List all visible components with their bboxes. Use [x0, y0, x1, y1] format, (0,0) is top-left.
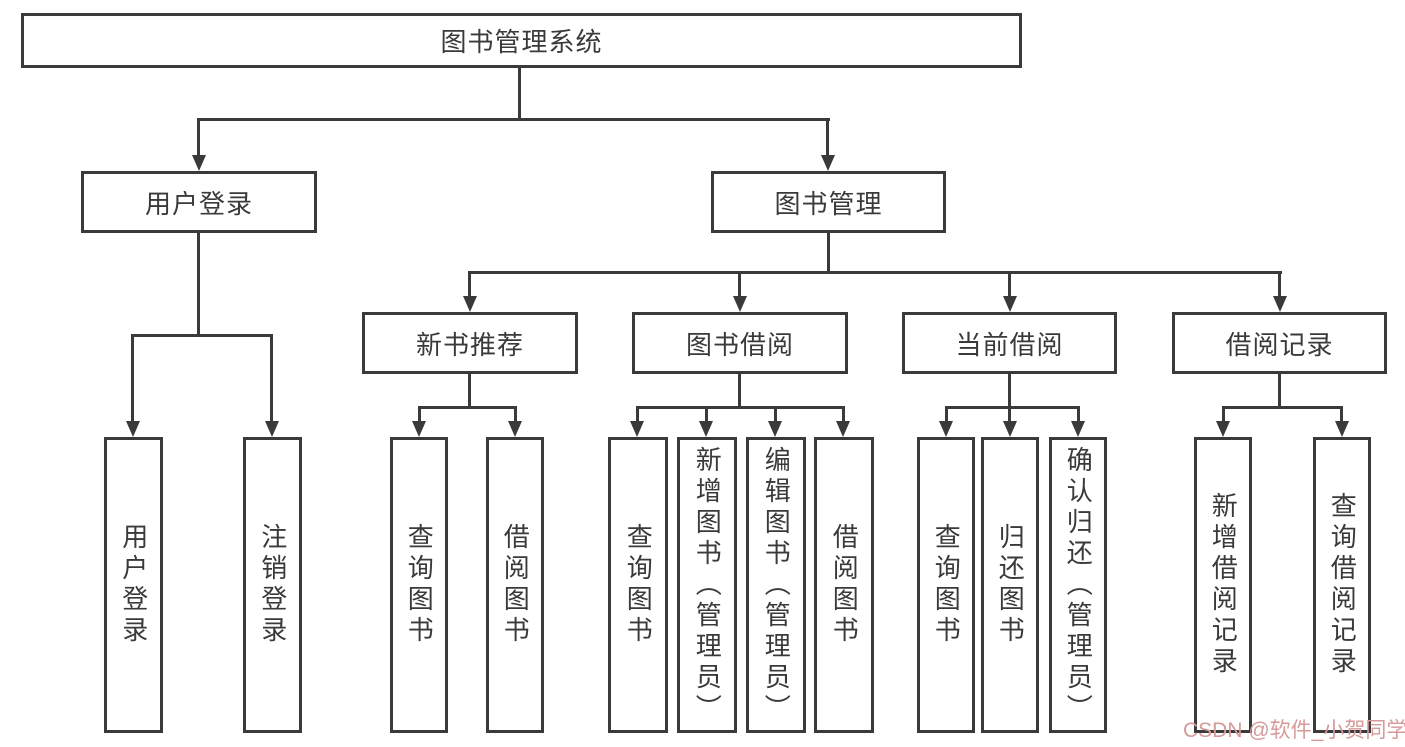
leaf-add-books-admin: 新增图书（管理员） [677, 437, 737, 733]
node-borrowing-records: 借阅记录 [1172, 312, 1387, 374]
leaf-logout-login: 注销登录 [243, 437, 302, 733]
arrowhead-down-icon [768, 421, 782, 437]
node-label: 借阅图书 [500, 523, 531, 647]
node-user-login: 用户登录 [81, 171, 317, 233]
arrowhead-down-icon [836, 421, 850, 437]
connector-line [197, 118, 200, 157]
connector-line [468, 271, 1282, 274]
connector-line [827, 233, 830, 273]
connector-line [468, 271, 471, 298]
csdn-watermark: CSDN @软件_小贺同学 [1183, 719, 1405, 742]
connector-line [1008, 271, 1011, 298]
arrowhead-down-icon [265, 421, 279, 437]
arrowhead-down-icon [630, 421, 644, 437]
arrowhead-down-icon [699, 421, 713, 437]
arrowhead-down-icon [939, 421, 953, 437]
node-label: 用户登录 [144, 188, 253, 219]
arrowhead-down-icon [412, 421, 426, 437]
node-label: 图书管理 [774, 188, 883, 219]
connector-line [738, 271, 741, 298]
connector-line [636, 406, 639, 423]
connector-line [636, 406, 845, 409]
arrowhead-down-icon [821, 155, 835, 171]
connector-line [418, 406, 421, 423]
node-label: 查询图书 [623, 523, 654, 647]
leaf-query-books-current: 查询图书 [917, 437, 975, 733]
connector-line [1340, 406, 1343, 423]
leaf-return-books: 归还图书 [981, 437, 1039, 733]
leaf-borrow-books-recommend: 借阅图书 [486, 437, 544, 733]
connector-line [1278, 374, 1281, 408]
arrowhead-down-icon [508, 421, 522, 437]
arrowhead-down-icon [733, 296, 747, 312]
leaf-query-books-borrowing: 查询图书 [608, 437, 668, 733]
connector-line [518, 68, 521, 120]
node-label: 借阅图书 [829, 523, 860, 647]
node-label: 注销登录 [257, 523, 288, 647]
connector-line [826, 118, 829, 157]
node-label: 查询图书 [931, 523, 962, 647]
leaf-edit-books-admin: 编辑图书（管理员） [746, 437, 806, 733]
leaf-query-books-recommend: 查询图书 [390, 437, 448, 733]
node-label: 当前借阅 [955, 329, 1064, 360]
connector-line [1077, 406, 1080, 423]
connector-line [1008, 406, 1011, 423]
node-label: 新书推荐 [415, 329, 524, 360]
leaf-borrow-books-borrowing: 借阅图书 [814, 437, 874, 733]
connector-line [774, 406, 777, 423]
node-label: 借阅记录 [1225, 329, 1334, 360]
connector-line [468, 374, 471, 408]
leaf-query-borrow-record: 查询借阅记录 [1313, 437, 1371, 733]
arrowhead-down-icon [1335, 421, 1349, 437]
connector-line [842, 406, 845, 423]
node-book-management-system: 图书管理系统 [21, 13, 1022, 68]
node-label: 新增借阅记录 [1208, 492, 1239, 678]
node-label: 新增图书（管理员） [692, 445, 723, 725]
node-label: 编辑图书（管理员） [761, 445, 792, 725]
connector-line [131, 334, 134, 423]
node-label: 图书管理系统 [440, 27, 603, 57]
connector-line [197, 118, 830, 121]
leaf-user-login: 用户登录 [104, 437, 163, 733]
node-label: 用户登录 [118, 523, 149, 647]
connector-line [1222, 406, 1225, 423]
node-book-management: 图书管理 [711, 171, 946, 233]
arrowhead-down-icon [192, 155, 206, 171]
connector-line [1222, 406, 1343, 409]
node-label: 查询图书 [404, 523, 435, 647]
connector-line [418, 406, 517, 409]
arrowhead-down-icon [1071, 421, 1085, 437]
connector-line [738, 374, 741, 408]
connector-line [131, 334, 273, 337]
node-current-borrowing: 当前借阅 [902, 312, 1117, 374]
connector-line [945, 406, 1080, 409]
leaf-add-borrow-record: 新增借阅记录 [1194, 437, 1252, 733]
arrowhead-down-icon [463, 296, 477, 312]
connector-line [945, 406, 948, 423]
node-label: 查询借阅记录 [1327, 492, 1358, 678]
connector-line [270, 334, 273, 423]
node-label: 图书借阅 [685, 329, 794, 360]
arrowhead-down-icon [1003, 421, 1017, 437]
arrowhead-down-icon [126, 421, 140, 437]
connector-line [514, 406, 517, 423]
node-label: 确认归还（管理员） [1063, 445, 1094, 725]
leaf-confirm-return-admin: 确认归还（管理员） [1049, 437, 1107, 733]
node-new-book-recommend: 新书推荐 [362, 312, 578, 374]
connector-line [1278, 271, 1281, 298]
arrowhead-down-icon [1273, 296, 1287, 312]
connector-line [1008, 374, 1011, 408]
arrowhead-down-icon [1216, 421, 1230, 437]
node-label: 归还图书 [995, 523, 1026, 647]
connector-line [197, 233, 200, 337]
connector-line [705, 406, 708, 423]
arrowhead-down-icon [1003, 296, 1017, 312]
node-book-borrowing: 图书借阅 [632, 312, 848, 374]
